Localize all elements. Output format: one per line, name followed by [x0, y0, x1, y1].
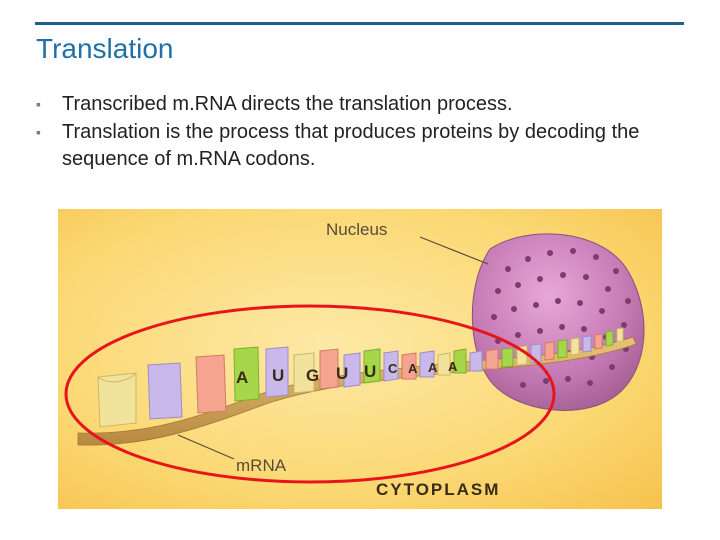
square-bullet-icon: ▪: [36, 124, 41, 140]
cytoplasm-label: CYTOPLASM: [376, 480, 500, 499]
codon-letter: G: [306, 366, 319, 385]
bullet-text: Translation is the process that produces…: [62, 121, 640, 170]
bullet-item: ▪ Transcribed m.RNA directs the translat…: [36, 91, 676, 118]
mrna-label: mRNA: [236, 456, 287, 475]
figure-svg: A U G U U C A A A Nucleus mRNA CYTOPLASM: [58, 209, 662, 509]
codon-letter: U: [364, 362, 376, 381]
bullet-list: ▪ Transcribed m.RNA directs the translat…: [36, 91, 676, 174]
square-bullet-icon: ▪: [36, 96, 41, 112]
bullet-text: Transcribed m.RNA directs the translatio…: [62, 93, 513, 115]
codon-letter: U: [336, 364, 348, 383]
nucleus-pointer-line: [419, 236, 489, 265]
codon-letter: A: [448, 359, 458, 374]
codon-letter: A: [236, 368, 248, 387]
nucleus-shape: [471, 233, 645, 411]
title-rule: [35, 22, 684, 25]
codon-letter: A: [428, 360, 438, 375]
nucleotide-blocks: [97, 327, 624, 428]
codon-letter: U: [272, 366, 284, 385]
codon-letter: A: [408, 361, 418, 376]
highlight-ellipse: [64, 304, 556, 484]
nucleus-label: Nucleus: [326, 220, 387, 239]
bullet-item: ▪ Translation is the process that produc…: [36, 119, 676, 173]
translation-figure: A U G U U C A A A Nucleus mRNA CYTOPLASM: [58, 209, 662, 509]
mrna-pointer-line: [177, 434, 235, 460]
codon-letter: C: [388, 361, 398, 376]
slide-title: Translation: [36, 33, 174, 64]
